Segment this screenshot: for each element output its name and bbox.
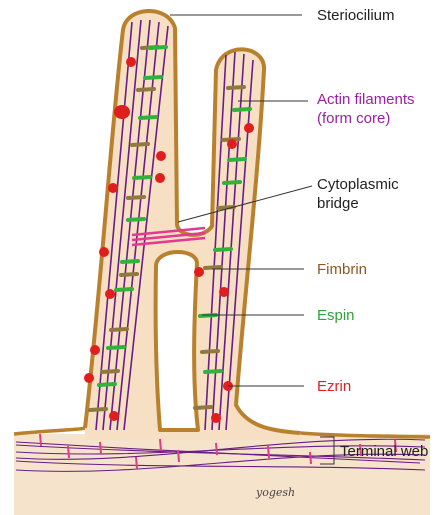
espin-crosslink bbox=[99, 384, 115, 385]
ezrin-dot bbox=[155, 173, 165, 183]
fimbrin-crosslink bbox=[102, 371, 118, 372]
fimbrin-crosslink bbox=[195, 407, 211, 408]
ezrin-dot bbox=[108, 183, 118, 193]
espin-crosslink bbox=[150, 47, 166, 48]
terminal-web-crosslink bbox=[100, 442, 101, 454]
ezrin-dot bbox=[126, 57, 136, 67]
terminal-web-crosslink bbox=[216, 443, 217, 455]
fimbrin-crosslink bbox=[138, 89, 154, 90]
label-bridge-line2: bridge bbox=[317, 195, 359, 212]
signature-text: yogesh bbox=[255, 486, 295, 499]
ezrin-dot bbox=[105, 289, 115, 299]
terminal-web-crosslink bbox=[136, 457, 137, 469]
fimbrin-crosslink bbox=[90, 409, 106, 410]
espin-crosslink bbox=[134, 177, 150, 178]
fimbrin-crosslink bbox=[205, 267, 221, 268]
label-espin: Espin bbox=[317, 307, 355, 324]
espin-crosslink bbox=[234, 109, 250, 110]
ezrin-dot bbox=[90, 345, 100, 355]
author-signature: yogesh bbox=[255, 486, 295, 499]
terminal-web-crosslink bbox=[160, 439, 161, 451]
fimbrin-crosslink bbox=[128, 197, 144, 198]
ezrin-dot bbox=[109, 411, 119, 421]
label-actin-line1: Actin filaments bbox=[317, 91, 415, 108]
ezrin-dot bbox=[84, 373, 94, 383]
espin-crosslink bbox=[224, 182, 240, 183]
espin-crosslink bbox=[229, 159, 245, 160]
label-bridge-line1: Cytoplasmic bbox=[317, 176, 399, 193]
espin-crosslink bbox=[140, 117, 156, 118]
label-stereocilium: Steriocilium bbox=[317, 7, 395, 24]
espin-crosslink bbox=[215, 249, 231, 250]
ezrin-dot bbox=[211, 413, 221, 423]
fimbrin-crosslink bbox=[202, 351, 218, 352]
fimbrin-crosslink bbox=[121, 274, 137, 275]
fimbrin-crosslink bbox=[132, 144, 148, 145]
label-ezrin: Ezrin bbox=[317, 378, 351, 395]
terminal-web-crosslink bbox=[68, 446, 69, 458]
label-terminal-web: Terminal web bbox=[340, 443, 428, 460]
ezrin-dot bbox=[194, 267, 204, 277]
label-fimbrin: Fimbrin bbox=[317, 261, 367, 278]
ezrin-dot bbox=[156, 151, 166, 161]
ezrin-dot bbox=[244, 123, 254, 133]
espin-crosslink bbox=[116, 289, 132, 290]
terminal-web-crosslink bbox=[310, 452, 311, 464]
ezrin-dot bbox=[227, 139, 237, 149]
terminal-web-crosslink bbox=[40, 434, 41, 446]
ezrin-dot bbox=[219, 287, 229, 297]
espin-crosslink bbox=[122, 261, 138, 262]
espin-crosslink bbox=[108, 347, 124, 348]
fimbrin-crosslink bbox=[111, 329, 127, 330]
terminal-web-crosslink bbox=[268, 446, 269, 458]
espin-crosslink bbox=[145, 77, 161, 78]
espin-crosslink bbox=[128, 219, 144, 220]
inter-shaft-gap bbox=[156, 252, 198, 430]
terminal-web-crosslink bbox=[178, 450, 179, 462]
label-actin-line2: (form core) bbox=[317, 110, 390, 127]
ezrin-dot bbox=[114, 105, 130, 119]
ezrin-dot bbox=[99, 247, 109, 257]
espin-crosslink bbox=[205, 371, 221, 372]
fimbrin-crosslink bbox=[228, 87, 244, 88]
